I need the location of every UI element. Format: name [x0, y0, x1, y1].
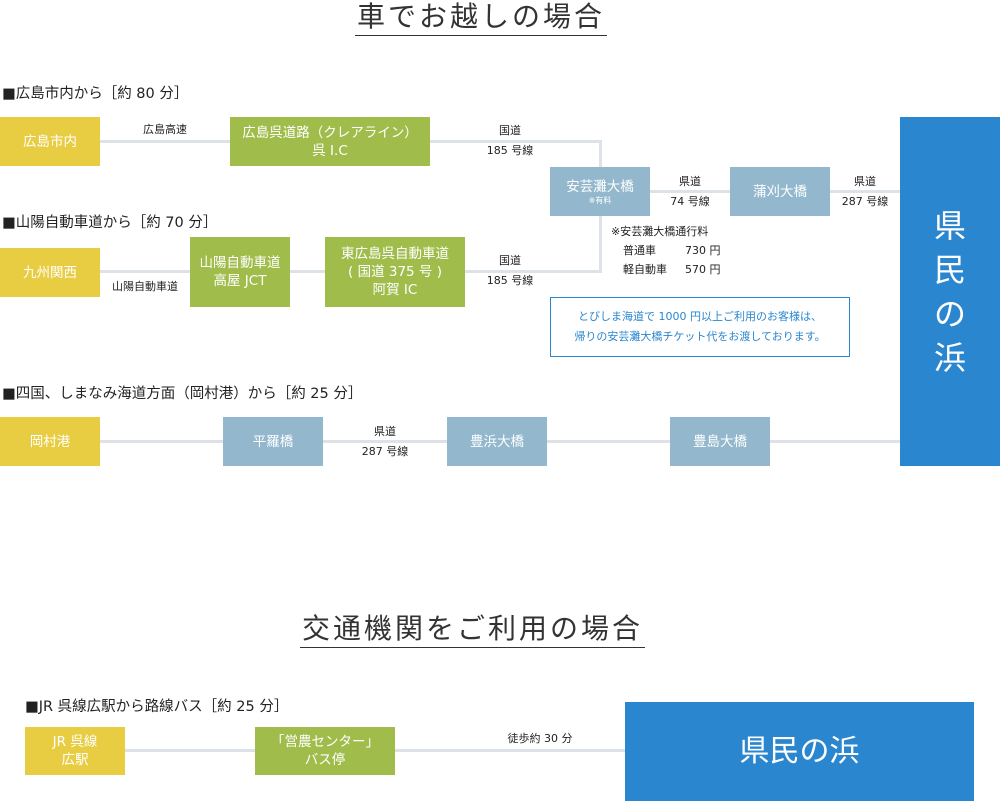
- car-section-title: 車でお越しの場合: [355, 0, 608, 36]
- toyoshima-bridge: 豊島大橋: [670, 417, 770, 466]
- route2-heading: ■山陽自動車道から［約 70 分］: [2, 215, 218, 231]
- toll-row: 軽自動車 570 円: [611, 260, 721, 279]
- transit-heading: ■JR 呉線広駅から路線バス［約 25 分］: [25, 699, 289, 715]
- bridge-road-number: 74 号線: [670, 195, 710, 208]
- route1-connector: [100, 140, 230, 143]
- route3-road-name: 県道: [374, 425, 396, 438]
- route2-road2-number: 185 号線: [486, 274, 534, 287]
- transit-section-title: 交通機関をご利用の場合: [300, 612, 646, 648]
- route3-road: 県道 287 号線: [335, 422, 435, 462]
- route2-road1: 山陽自動車道: [112, 280, 178, 293]
- route2-ic: 東広島呉自動車道 ( 国道 375 号 ) 阿賀 IC: [325, 237, 465, 307]
- route1-road1: 広島高速: [143, 123, 187, 136]
- toll-price: 570 円: [685, 263, 721, 276]
- route2-connector-2: [290, 270, 325, 273]
- bridge-connector: [650, 190, 730, 193]
- route1-start: 広島市内: [0, 117, 100, 166]
- route3-road-number: 287 号線: [361, 445, 409, 458]
- route2-connector-4: [599, 216, 602, 273]
- route2-jct: 山陽自動車道 高屋 JCT: [190, 237, 290, 307]
- toll-type: 軽自動車: [623, 263, 667, 276]
- toll-title: ※安芸灘大橋通行料: [611, 225, 709, 238]
- bridge-road2-number: 287 号線: [841, 195, 889, 208]
- walk-time: 徒歩約 30 分: [507, 732, 573, 745]
- route1-road2-name: 国道: [499, 124, 521, 137]
- bridge-road2: 県道 287 号線: [830, 172, 900, 212]
- toll-price: 730 円: [685, 244, 721, 257]
- toll-type: 普通車: [623, 244, 656, 257]
- toll-info: ※安芸灘大橋通行料 普通車 730 円 軽自動車 570 円: [611, 222, 721, 279]
- route1-heading: ■広島市内から［約 80 分］: [2, 86, 189, 102]
- kamagari-bridge: 蒲刈大橋: [730, 167, 830, 216]
- bridge-road: 県道 74 号線: [650, 172, 730, 212]
- toll-row: 普通車 730 円: [611, 241, 721, 260]
- route3-heading: ■四国、しまなみ海道方面（岡村港）から［約 25 分］: [2, 386, 363, 402]
- akinada-bridge: 安芸灘大橋 ※有料: [550, 167, 650, 216]
- bridge-connector-2: [830, 190, 900, 193]
- route2-connector: [100, 270, 190, 273]
- route1-connector-2: [430, 140, 602, 143]
- route1-road2: 国道 185 号線: [460, 121, 560, 161]
- ticket-notice: とびしま海道で 1000 円以上ご利用のお客様は、 帰りの安芸灘大橋チケット代を…: [550, 297, 850, 357]
- route2-road2: 国道 185 号線: [460, 251, 560, 291]
- heira-bridge: 平羅橋: [223, 417, 323, 466]
- bus-stop: 「営農センター」 バス停: [255, 727, 395, 775]
- route3-start: 岡村港: [0, 417, 100, 466]
- bridge-road-name: 県道: [679, 175, 701, 188]
- akinada-bridge-name: 安芸灘大橋: [566, 178, 634, 195]
- transit-destination: 県民の浜: [625, 702, 974, 801]
- transit-start: JR 呉線 広駅: [25, 727, 125, 775]
- route2-connector-3: [465, 270, 602, 273]
- akinada-bridge-paid: ※有料: [588, 195, 612, 205]
- route1-road2-number: 185 号線: [486, 144, 534, 157]
- toyohama-bridge: 豊浜大橋: [447, 417, 547, 466]
- route2-start: 九州関西: [0, 248, 100, 297]
- route2-road2-name: 国道: [499, 254, 521, 267]
- destination-kenmin-no-hama: 県 民 の 浜: [900, 117, 1000, 466]
- route1-ic: 広島呉道路（クレアライン） 呉 I.C: [230, 117, 430, 166]
- bridge-road2-name: 県道: [854, 175, 876, 188]
- route1-connector-3: [599, 140, 602, 167]
